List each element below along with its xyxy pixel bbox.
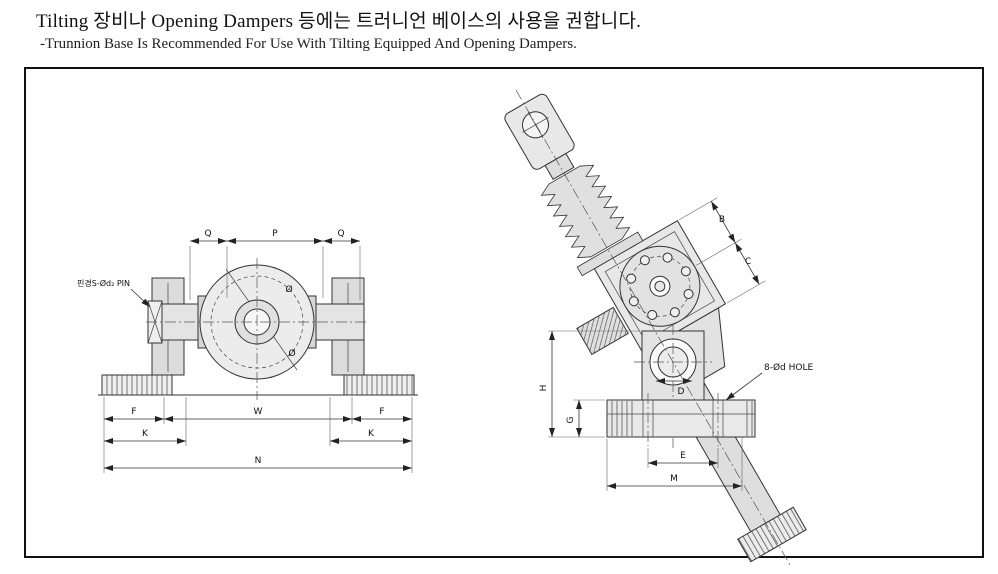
ext-line: [696, 239, 742, 266]
flange-bore: [654, 280, 666, 292]
dim-label-g: G: [566, 416, 576, 423]
pin-callout-label: 핀경S-Ød₂ PIN: [77, 278, 130, 288]
dim-label-c: C: [745, 257, 751, 267]
header: Tilting 장비나 Opening Dampers 등에는 트러니언 베이스…: [36, 6, 641, 53]
dim-c: [734, 242, 760, 285]
bolt: [626, 273, 637, 284]
assembly-axis-centerline: [515, 89, 791, 566]
dim-label-q-right: Q: [337, 229, 344, 239]
dim-label-d: D: [678, 387, 685, 397]
mount-flange: [576, 231, 644, 277]
dim-label-h: H: [539, 385, 549, 392]
left-foot: [101, 374, 173, 396]
dim-label-n: N: [255, 456, 262, 466]
dim-label-k-right: K: [368, 429, 375, 439]
bolt: [683, 288, 694, 299]
pin-leader-line: [130, 288, 151, 308]
hole-leader-line: [725, 372, 763, 401]
subtitle-english: -Trunnion Base Is Recommended For Use Wi…: [40, 36, 577, 52]
dim-b: [710, 201, 736, 243]
dim-label-w: W: [254, 407, 263, 417]
right-foot: [343, 374, 415, 396]
bolt: [628, 296, 639, 307]
tilted-view: B C D 8-Ød HOLE H G E: [504, 89, 813, 566]
bolt: [647, 309, 658, 320]
phi-mark-upper: Ø: [285, 284, 292, 295]
hole-callout-label: 8-Ød HOLE: [764, 362, 813, 373]
dim-label-f-left: F: [131, 407, 136, 417]
dim-label-b: B: [719, 215, 725, 225]
front-view: Ø Ø Q P Q 핀경S-Ød₂ PIN: [77, 229, 418, 473]
title-korean: Tilting 장비나 Opening Dampers 등에는 트러니언 베이스…: [36, 11, 642, 32]
eye-cross-h: [522, 117, 549, 133]
dim-label-k-left: K: [142, 429, 149, 439]
dim-label-q-left: Q: [204, 229, 211, 239]
bolt: [662, 252, 673, 263]
dim-label-p: P: [272, 229, 278, 239]
bolt: [639, 255, 650, 266]
dim-label-m: M: [670, 474, 678, 484]
base-hatch-left: [608, 401, 636, 436]
base-hatch-right: [744, 401, 754, 436]
bolt: [669, 307, 680, 318]
dim-label-e: E: [680, 451, 686, 461]
phi-mark-lower: Ø: [288, 348, 295, 359]
bellows: [540, 164, 631, 259]
dim-label-f-right: F: [379, 407, 384, 417]
bolt: [680, 266, 691, 277]
